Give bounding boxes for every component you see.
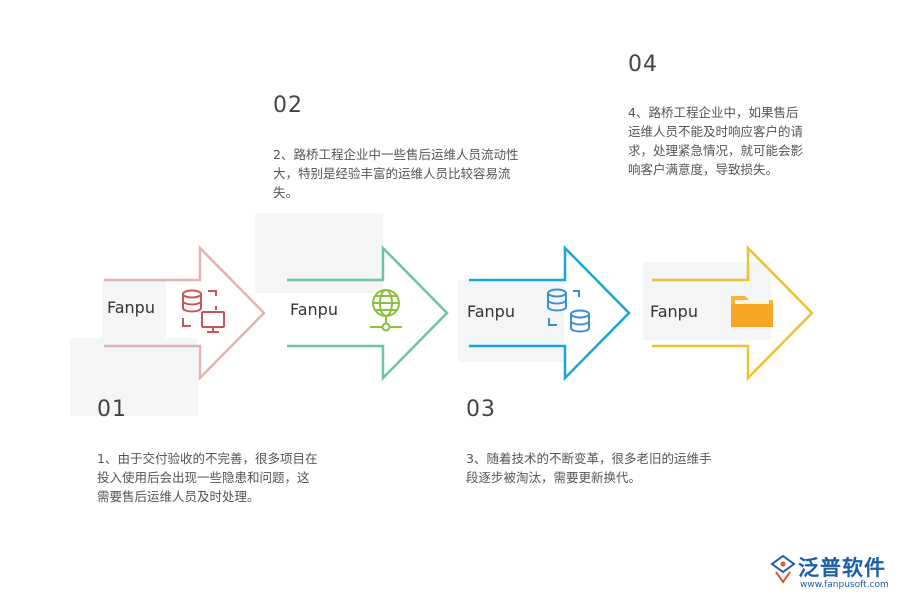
bg-patch bbox=[458, 280, 564, 362]
logo-name: 泛普软件 bbox=[798, 556, 886, 580]
step-2-brand: Fanpu bbox=[290, 300, 338, 319]
step-4-text: 4、路桥工程企业中，如果售后运维人员不能及时响应客户的请求，处理紧急情况，就可能… bbox=[628, 105, 804, 177]
arrow-step-1 bbox=[104, 244, 266, 382]
step-1-number: 01 bbox=[97, 397, 127, 422]
step-3-text: 3、随着技术的不断变革，很多老旧的运维手段逐步被淘汰，需要更新换代。 bbox=[466, 451, 712, 485]
step-2-text: 2、路桥工程企业中一些售后运维人员流动性大，特别是经验丰富的运维人员比较容易流失… bbox=[273, 147, 519, 200]
arrow-step-3 bbox=[469, 244, 631, 382]
step-3-number: 03 bbox=[466, 397, 496, 422]
arrow-step-2 bbox=[287, 244, 449, 382]
bg-patch bbox=[70, 338, 198, 416]
step-1-brand: Fanpu bbox=[107, 298, 155, 317]
company-logo: 泛普软件 www.fanpusoft.com bbox=[770, 552, 895, 596]
logo-url: www.fanpusoft.com bbox=[800, 580, 889, 590]
database-monitor-icon bbox=[182, 289, 225, 333]
arrow-step-4 bbox=[652, 244, 814, 382]
folder-icon bbox=[731, 296, 773, 327]
step-4-number: 04 bbox=[628, 52, 658, 77]
step-4-brand: Fanpu bbox=[650, 302, 698, 321]
database-sync-icon bbox=[547, 288, 590, 333]
step-3-brand: Fanpu bbox=[467, 302, 515, 321]
step-1-text: 1、由于交付验收的不完善，很多项目在投入使用后会出现一些隐患和问题，这需要售后运… bbox=[97, 451, 318, 504]
globe-network-icon bbox=[370, 289, 402, 332]
step-2-number: 02 bbox=[273, 93, 303, 118]
logo-mark-icon bbox=[770, 554, 796, 584]
bg-patch bbox=[102, 280, 166, 340]
